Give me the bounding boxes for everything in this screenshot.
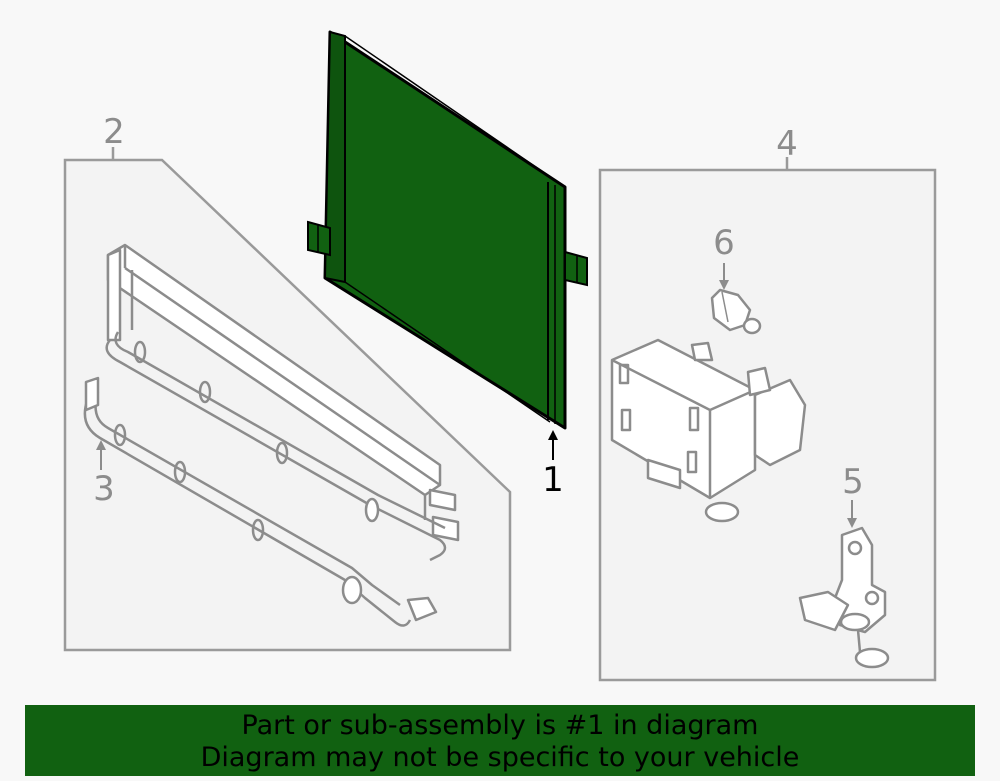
leader-arrows bbox=[96, 263, 857, 528]
module-part-4[interactable] bbox=[610, 338, 807, 523]
callout-4: 4 bbox=[776, 124, 798, 164]
sensor-part-6[interactable] bbox=[710, 288, 762, 335]
callout-5: 5 bbox=[842, 462, 864, 502]
callout-2: 2 bbox=[103, 112, 125, 152]
bracket-part-5[interactable] bbox=[798, 526, 890, 669]
banner-line-1: Part or sub-assembly is #1 in diagram bbox=[241, 710, 759, 741]
info-banner: Part or sub-assembly is #1 in diagram Di… bbox=[25, 705, 975, 776]
banner-line-2: Diagram may not be specific to your vehi… bbox=[200, 742, 800, 773]
callout-6: 6 bbox=[713, 223, 735, 263]
condenser-part-1[interactable] bbox=[307, 30, 588, 430]
oil-cooler-part-2[interactable] bbox=[83, 243, 460, 627]
callout-1: 1 bbox=[542, 460, 564, 500]
callout-3: 3 bbox=[93, 469, 115, 509]
